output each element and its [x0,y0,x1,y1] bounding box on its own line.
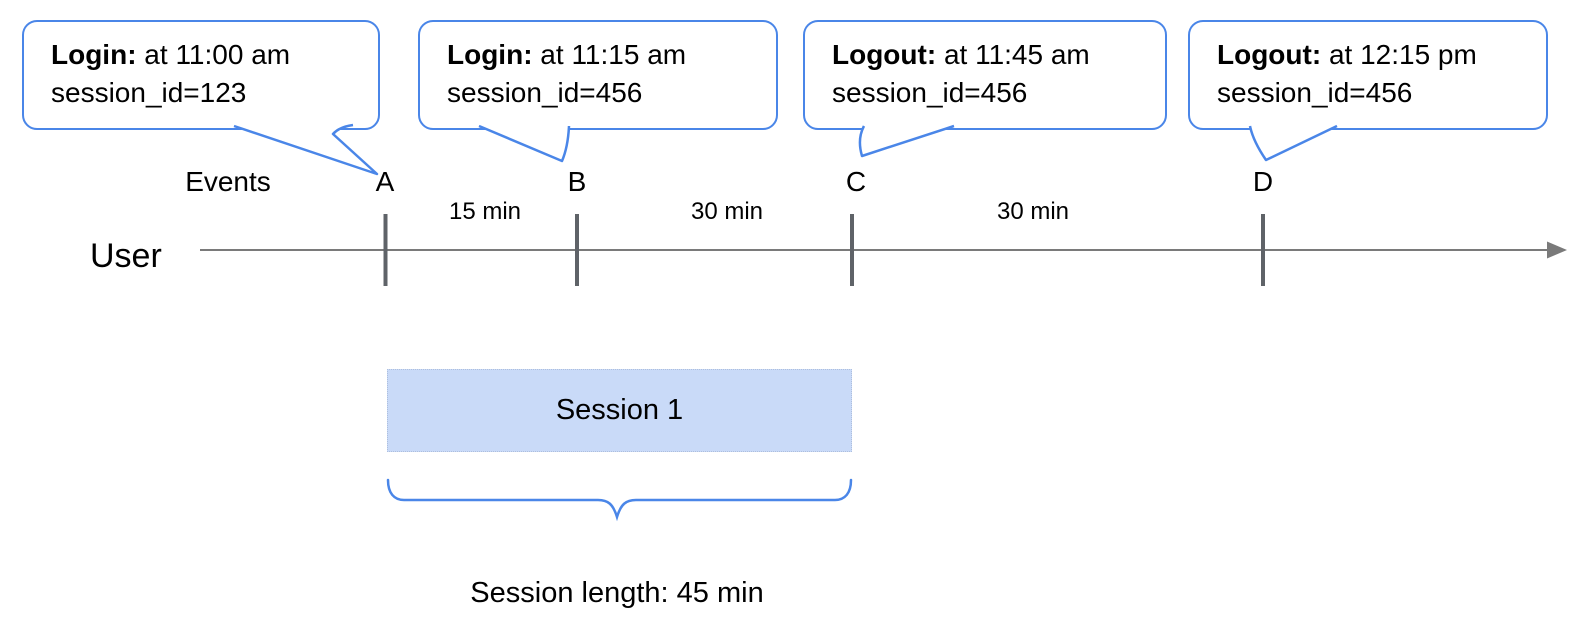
callout-tail-c-icon [858,124,955,158]
events-axis-label: Events [185,166,271,197]
callout-login-event-a: Login: at 11:00 am session_id=123 [22,20,380,130]
session-block: Session 1 [387,369,852,452]
callout-event-type: Login: [447,39,533,70]
interval-label-c-d: 30 min [996,198,1070,225]
callout-session-id: session_id=123 [51,77,247,108]
session-length-brace-icon [386,478,853,522]
callout-event-type: Login: [51,39,137,70]
user-row-label: User [90,237,162,275]
callout-session-id: session_id=456 [832,77,1028,108]
callout-login-event-b: Login: at 11:15 am session_id=456 [418,20,778,130]
callout-event-line: Login: at 11:00 am [51,36,378,74]
event-letter-b: B [567,166,587,197]
callout-session-id: session_id=456 [447,77,643,108]
callout-logout-event-c: Logout: at 11:45 am session_id=456 [803,20,1167,130]
session-block-label: Session 1 [555,394,684,426]
callout-event-line: Logout: at 11:45 am [832,36,1165,74]
callout-event-time: at 11:00 am [136,39,291,70]
callout-event-type: Logout: [832,39,937,70]
callout-event-line: Logout: at 12:15 pm [1217,36,1546,74]
callout-tail-d-icon [1248,124,1338,162]
callout-session-id: session_id=456 [1217,77,1413,108]
session-length-label: Session length: 45 min [470,577,764,609]
callout-event-time: at 11:45 am [936,39,1090,70]
callout-event-line: Login: at 11:15 am [447,36,776,74]
callout-tail-b-icon [478,124,571,163]
callout-logout-event-d: Logout: at 12:15 pm session_id=456 [1188,20,1548,130]
event-letter-c: C [845,166,867,197]
event-letter-a: A [375,166,395,197]
callout-event-time: at 11:15 am [532,39,687,70]
event-letter-d: D [1252,166,1274,197]
timeline-arrowhead-icon [1547,241,1567,259]
callout-event-type: Logout: [1217,39,1322,70]
interval-label-a-b: 15 min [448,198,522,225]
interval-label-b-c: 30 min [690,198,764,225]
callout-event-time: at 12:15 pm [1321,39,1477,70]
